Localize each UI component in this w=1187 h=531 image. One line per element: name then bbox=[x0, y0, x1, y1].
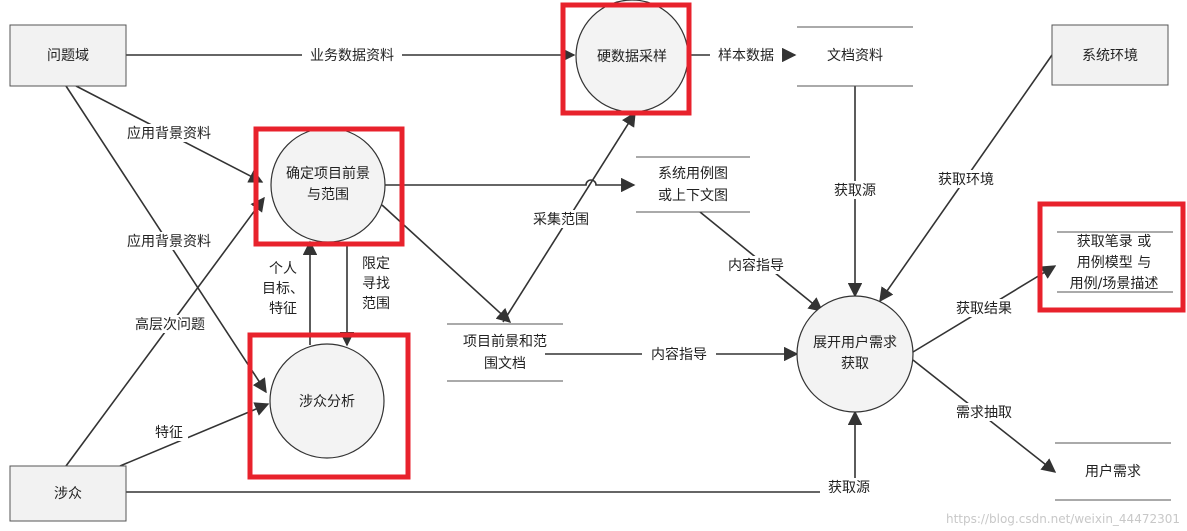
flow-obtain-env-label: 获取环境 bbox=[938, 172, 994, 188]
entity-problem-domain-label: 问题域 bbox=[47, 48, 89, 64]
store-use-case-label-2: 或上下文图 bbox=[658, 188, 728, 204]
flow-content-guide-1-label: 内容指导 bbox=[728, 257, 784, 274]
process-hard-data-sampling-label: 硬数据采样 bbox=[597, 49, 667, 65]
flow-lines bbox=[65, 47, 1057, 493]
process-scope-label-2: 与范围 bbox=[307, 186, 349, 203]
highlight-stakeholder-analysis bbox=[247, 332, 411, 480]
store-notes-label-1: 获取笔录 或 bbox=[1077, 234, 1151, 250]
flow-personal-label-2: 目标、 bbox=[262, 281, 304, 297]
flow-personal-label-3: 特征 bbox=[269, 301, 297, 317]
flow-labels: 业务数据资料 样本数据 应用背景资料 应用背景资料 高层次问题 特征 个人 目标… bbox=[118, 46, 1022, 496]
process-stakeholder-analysis bbox=[269, 343, 385, 459]
store-notes-label-3: 用例/场景描述 bbox=[1070, 276, 1159, 292]
flow-app-background-1-label: 应用背景资料 bbox=[127, 125, 211, 142]
process-scope-label-1: 确定项目前景 bbox=[286, 165, 370, 182]
flow-req-extraction-label: 需求抽取 bbox=[956, 405, 1012, 421]
flow-sample-data-label: 样本数据 bbox=[718, 48, 774, 64]
flow-obtain-result-label: 获取结果 bbox=[956, 301, 1012, 317]
flow-characteristics-label: 特征 bbox=[155, 425, 183, 441]
flow-limit-label-2: 寻找 bbox=[362, 276, 390, 292]
entity-stakeholders-label: 涉众 bbox=[54, 486, 82, 502]
flow-high-level-issues-label: 高层次问题 bbox=[135, 316, 205, 333]
highlight-hard-data-sampling bbox=[560, 2, 692, 116]
flow-characteristics-line bbox=[119, 402, 270, 467]
flow-obtain-source-2-line bbox=[126, 410, 863, 493]
highlight-scope bbox=[253, 126, 405, 247]
data-stores: 文档资料 系统用例图 或上下文图 项目前景和范 围文档 获取笔录 或 用例模型 … bbox=[447, 26, 1173, 501]
flow-personal-label-1: 个人 bbox=[269, 261, 297, 277]
store-documents-label: 文档资料 bbox=[827, 48, 883, 64]
process-elicitation-label-1: 展开用户需求 bbox=[813, 334, 897, 351]
entity-problem-domain-box bbox=[9, 24, 127, 87]
flow-limit-label-3: 范围 bbox=[362, 295, 390, 312]
store-user-req-label: 用户需求 bbox=[1085, 463, 1141, 480]
entity-system-env-box bbox=[1051, 24, 1169, 86]
process-scope bbox=[270, 127, 386, 243]
process-stakeholder-analysis-label: 涉众分析 bbox=[299, 394, 355, 410]
flow-obtain-source-1-label: 获取源 bbox=[834, 183, 876, 199]
store-vision-doc-label-1: 项目前景和范 bbox=[463, 333, 547, 350]
watermark: https://blog.csdn.net/weixin_44472301 bbox=[946, 512, 1180, 526]
entity-system-env-label: 系统环境 bbox=[1082, 48, 1138, 64]
flow-collection-scope-label: 采集范围 bbox=[533, 211, 589, 228]
flow-scope-to-use-case-line bbox=[385, 177, 636, 193]
flow-business-data-label: 业务数据资料 bbox=[310, 48, 394, 64]
flow-content-guide-2-label: 内容指导 bbox=[651, 346, 707, 363]
processes: 硬数据采样 确定项目前景 与范围 涉众分析 展开用户需求 获取 bbox=[269, 0, 914, 459]
process-elicitation bbox=[796, 295, 914, 413]
store-use-case-label-1: 系统用例图 bbox=[658, 166, 728, 182]
flow-app-background-2-label: 应用背景资料 bbox=[127, 233, 211, 250]
highlight-notes bbox=[1037, 201, 1186, 313]
highlight-frames bbox=[247, 2, 1186, 480]
store-vision-doc-label-2: 围文档 bbox=[484, 356, 526, 372]
external-entities: 问题域 涉众 系统环境 bbox=[9, 24, 1169, 522]
flow-limit-label-1: 限定 bbox=[362, 256, 390, 272]
flow-obtain-source-2-label: 获取源 bbox=[828, 480, 870, 496]
store-notes-label-2: 用例模型 与 bbox=[1077, 255, 1151, 271]
process-elicitation-label-2: 获取 bbox=[841, 356, 869, 372]
entity-stakeholders-box bbox=[9, 465, 127, 522]
